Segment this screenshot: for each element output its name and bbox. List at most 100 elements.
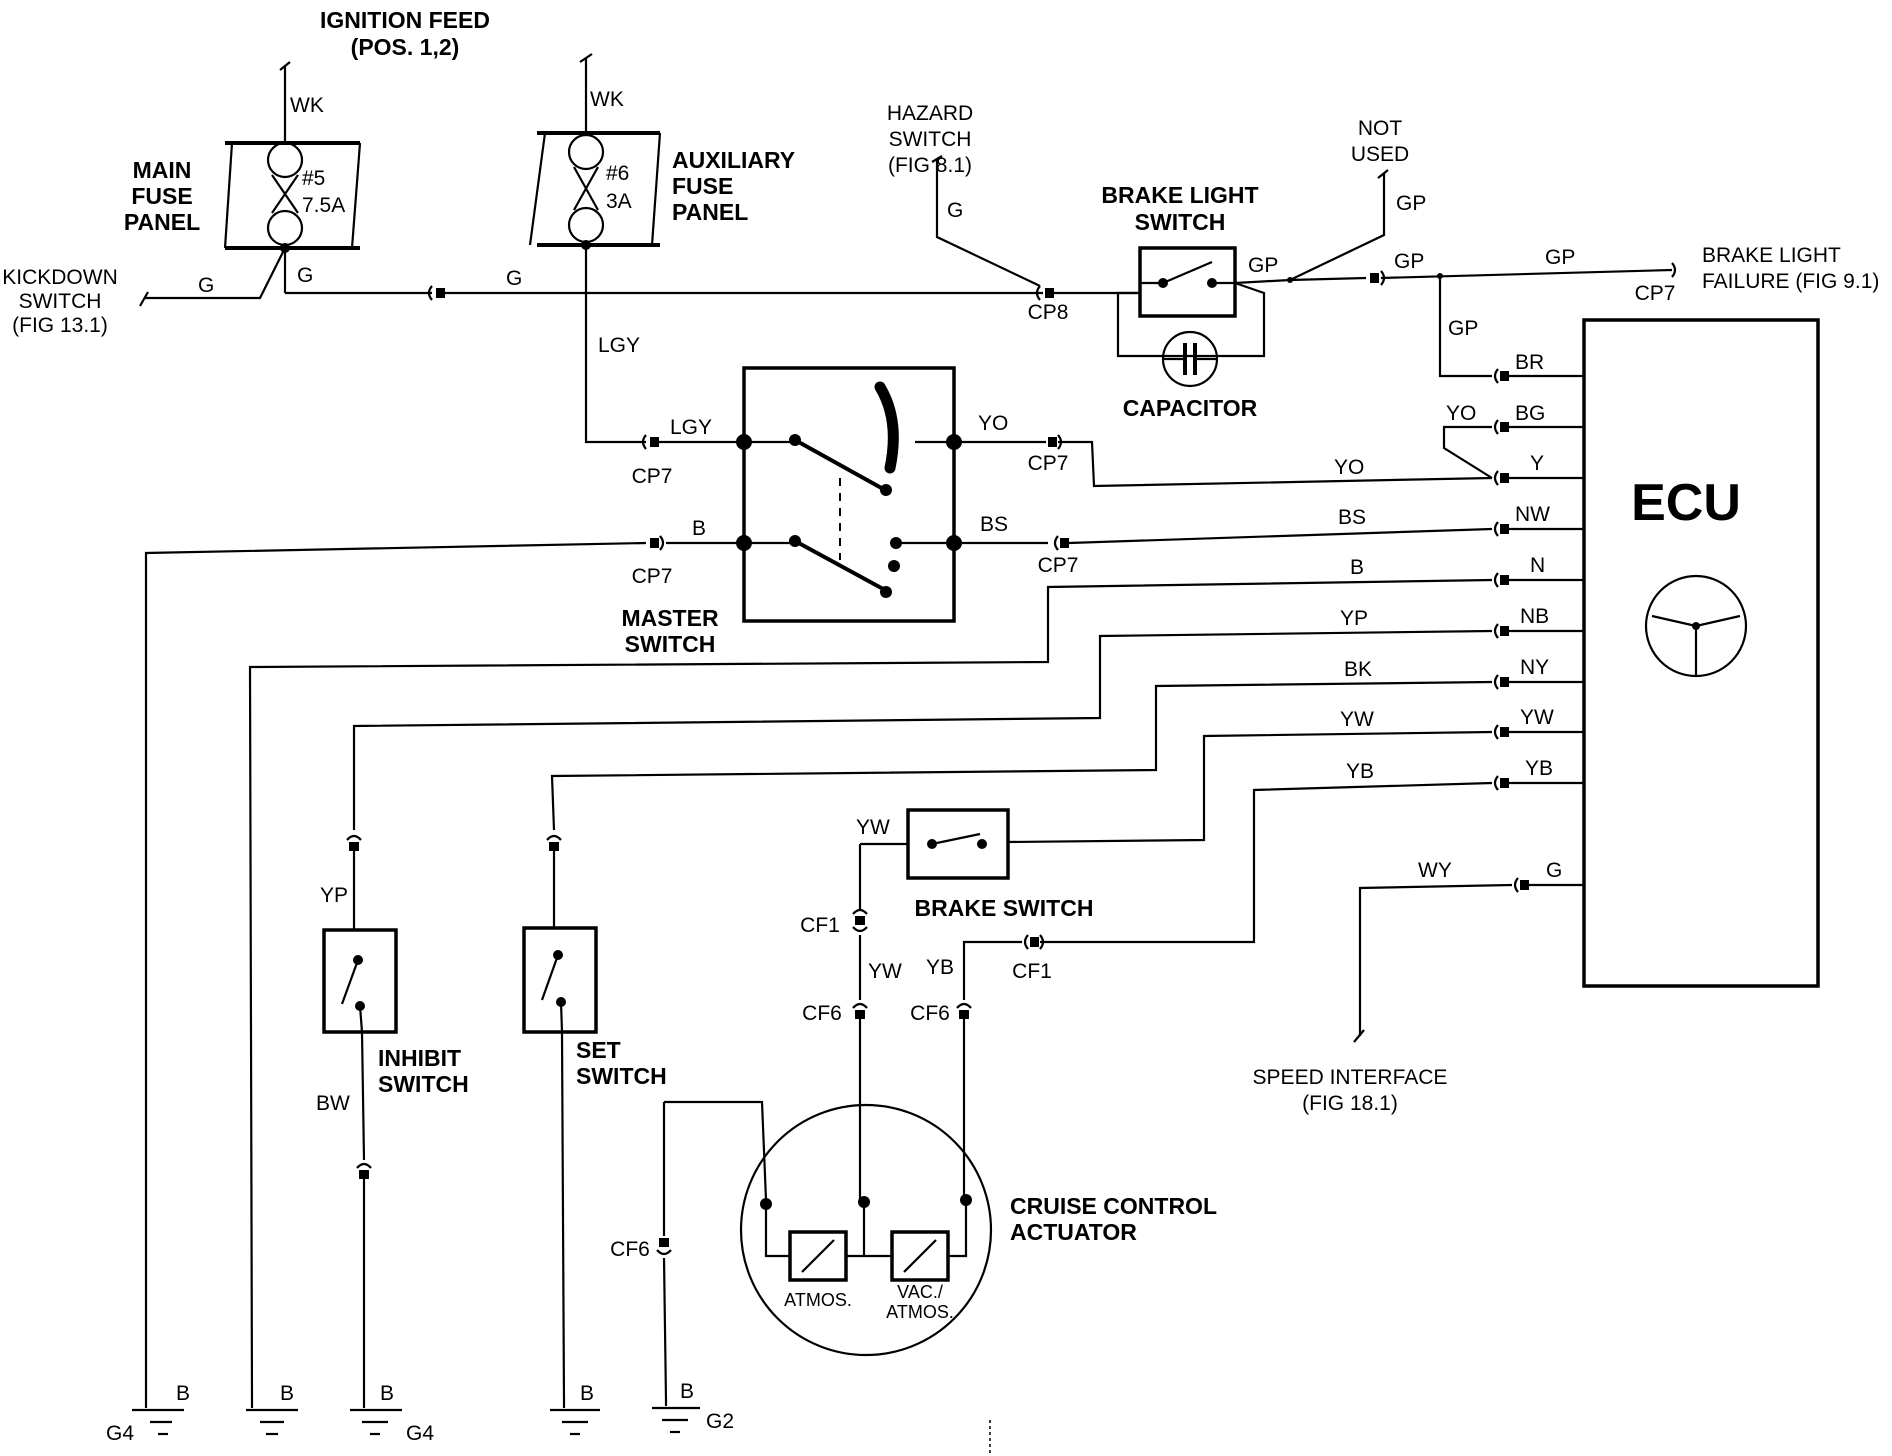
kickdown-switch: KICKDOWN SWITCH (FIG 13.1) G G xyxy=(2,247,313,337)
svg-text:G: G xyxy=(297,264,313,287)
svg-text:CP7: CP7 xyxy=(1635,282,1676,305)
svg-text:FUSE: FUSE xyxy=(672,173,733,199)
ecu-pin-n: N xyxy=(1493,554,1584,588)
svg-text:CP8: CP8 xyxy=(1028,301,1069,324)
svg-text:SWITCH: SWITCH xyxy=(1135,209,1226,235)
svg-text:GP: GP xyxy=(1248,254,1278,277)
connector-cp8: CP8 xyxy=(1028,285,1069,324)
connector-cf1-left: CF1 YW xyxy=(800,908,902,1000)
svg-text:YB: YB xyxy=(1525,757,1553,780)
ecu-pin-nw: NW xyxy=(1493,503,1584,537)
svg-text:G2: G2 xyxy=(706,1410,734,1433)
svg-text:MAIN: MAIN xyxy=(133,157,192,183)
svg-text:HAZARD: HAZARD xyxy=(887,102,973,125)
svg-text:GP: GP xyxy=(1396,192,1426,215)
svg-text:CAPACITOR: CAPACITOR xyxy=(1123,395,1258,421)
svg-text:YW: YW xyxy=(868,960,902,983)
svg-text:BRAKE LIGHT: BRAKE LIGHT xyxy=(1702,244,1841,267)
svg-text:B: B xyxy=(692,517,706,540)
svg-text:YP: YP xyxy=(1340,607,1368,630)
bk-bus: BK xyxy=(550,658,1493,831)
ground-3: B G4 xyxy=(350,1382,434,1445)
connector-cf6-b: CF6 xyxy=(910,1002,972,1200)
svg-text:CF6: CF6 xyxy=(910,1002,950,1025)
svg-text:VAC./: VAC./ xyxy=(897,1282,943,1302)
svg-text:INHIBIT: INHIBIT xyxy=(378,1045,461,1071)
svg-text:YO: YO xyxy=(1334,456,1364,479)
speed-interface: WY SPEED INTERFACE (FIG 18.1) xyxy=(1253,859,1513,1115)
svg-text:B: B xyxy=(680,1380,694,1403)
svg-text:PANEL: PANEL xyxy=(124,209,200,235)
svg-text:B: B xyxy=(380,1382,394,1405)
svg-text:WY: WY xyxy=(1418,859,1452,882)
b-wire-master: B CP7 xyxy=(144,517,744,1402)
ecu-pin-g: G xyxy=(1513,859,1584,893)
svg-text:CF6: CF6 xyxy=(610,1238,650,1261)
svg-text:YW: YW xyxy=(1340,708,1374,731)
svg-text:CP7: CP7 xyxy=(632,565,673,588)
svg-text:CF1: CF1 xyxy=(1012,960,1052,983)
hazard-switch: HAZARD SWITCH (FIG 8.1) G xyxy=(887,102,1041,287)
b-bus: B xyxy=(248,556,1493,1403)
svg-text:7.5A: 7.5A xyxy=(302,194,345,217)
svg-text:B: B xyxy=(280,1382,294,1405)
svg-text:BG: BG xyxy=(1515,402,1545,425)
svg-text:(FIG 18.1): (FIG 18.1) xyxy=(1302,1092,1398,1115)
svg-text:B: B xyxy=(580,1382,594,1405)
ecu-pin-ny: NY xyxy=(1493,656,1584,690)
svg-text:CP7: CP7 xyxy=(1038,554,1079,577)
main-fuse-5: WK #5 7.5A xyxy=(223,61,362,253)
svg-text:AUXILIARY: AUXILIARY xyxy=(672,147,795,173)
svg-text:FUSE: FUSE xyxy=(131,183,192,209)
cruise-control-actuator: ATMOS. VAC./ ATMOS. CRUISE CONTROL ACTUA… xyxy=(664,1100,1217,1357)
svg-text:B: B xyxy=(1350,556,1364,579)
svg-text:(POS. 1,2): (POS. 1,2) xyxy=(351,34,460,60)
svg-text:NB: NB xyxy=(1520,605,1549,628)
yo-wire: YO CP7 YO xyxy=(954,412,1493,488)
ecu-pin-br: GP BR xyxy=(1438,276,1584,384)
main-fuse-panel-label: MAIN FUSE PANEL xyxy=(124,157,200,235)
svg-text:KICKDOWN: KICKDOWN xyxy=(2,266,118,289)
svg-text:WK: WK xyxy=(590,88,624,111)
svg-text:ATMOS.: ATMOS. xyxy=(784,1290,852,1310)
svg-text:NW: NW xyxy=(1515,503,1550,526)
svg-text:YO: YO xyxy=(978,412,1008,435)
ground-2: B xyxy=(246,1382,298,1436)
ground-5: B G2 xyxy=(652,1380,734,1434)
bs-wire: BS CP7 BS xyxy=(954,506,1493,577)
svg-text:ACTUATOR: ACTUATOR xyxy=(1010,1219,1137,1245)
svg-text:3A: 3A xyxy=(606,190,632,213)
svg-text:PANEL: PANEL xyxy=(672,199,748,225)
svg-text:WK: WK xyxy=(290,94,324,117)
svg-text:FAILURE (FIG 9.1): FAILURE (FIG 9.1) xyxy=(1702,270,1879,293)
lgy-wire: LGY LGY CP7 xyxy=(584,245,744,488)
svg-text:SPEED INTERFACE: SPEED INTERFACE xyxy=(1253,1066,1448,1089)
yp-bus: YP xyxy=(352,607,1493,830)
ground-1: B G4 xyxy=(106,1382,190,1445)
svg-text:YP: YP xyxy=(320,884,348,907)
ecu-pin-yw: YW xyxy=(1493,706,1584,740)
connector-cf1-right: CF1 YB xyxy=(926,934,1052,1000)
svg-text:B: B xyxy=(176,1382,190,1405)
svg-text:SET: SET xyxy=(576,1037,621,1063)
svg-text:BR: BR xyxy=(1515,351,1544,374)
svg-text:MASTER: MASTER xyxy=(621,605,719,631)
svg-text:BS: BS xyxy=(980,513,1008,536)
svg-text:CP7: CP7 xyxy=(1028,452,1069,475)
svg-text:#5: #5 xyxy=(302,167,325,190)
svg-text:G: G xyxy=(198,274,214,297)
svg-text:G4: G4 xyxy=(106,1422,134,1445)
svg-text:BW: BW xyxy=(316,1092,350,1115)
svg-text:SWITCH: SWITCH xyxy=(889,128,972,151)
svg-text:GP: GP xyxy=(1545,246,1575,269)
svg-text:USED: USED xyxy=(1351,143,1409,166)
yw-bus: YW xyxy=(1007,708,1493,844)
connector-cf6-c: CF6 xyxy=(610,1102,672,1401)
svg-text:CRUISE CONTROL: CRUISE CONTROL xyxy=(1010,1193,1217,1219)
brake-switch: YW BRAKE SWITCH xyxy=(856,808,1093,921)
ecu-pin-bg: BG YO xyxy=(1442,402,1584,479)
svg-text:G4: G4 xyxy=(406,1422,434,1445)
inhibit-switch: YP BW INHIBIT SWITCH xyxy=(316,834,469,1402)
svg-text:LGY: LGY xyxy=(598,334,640,357)
